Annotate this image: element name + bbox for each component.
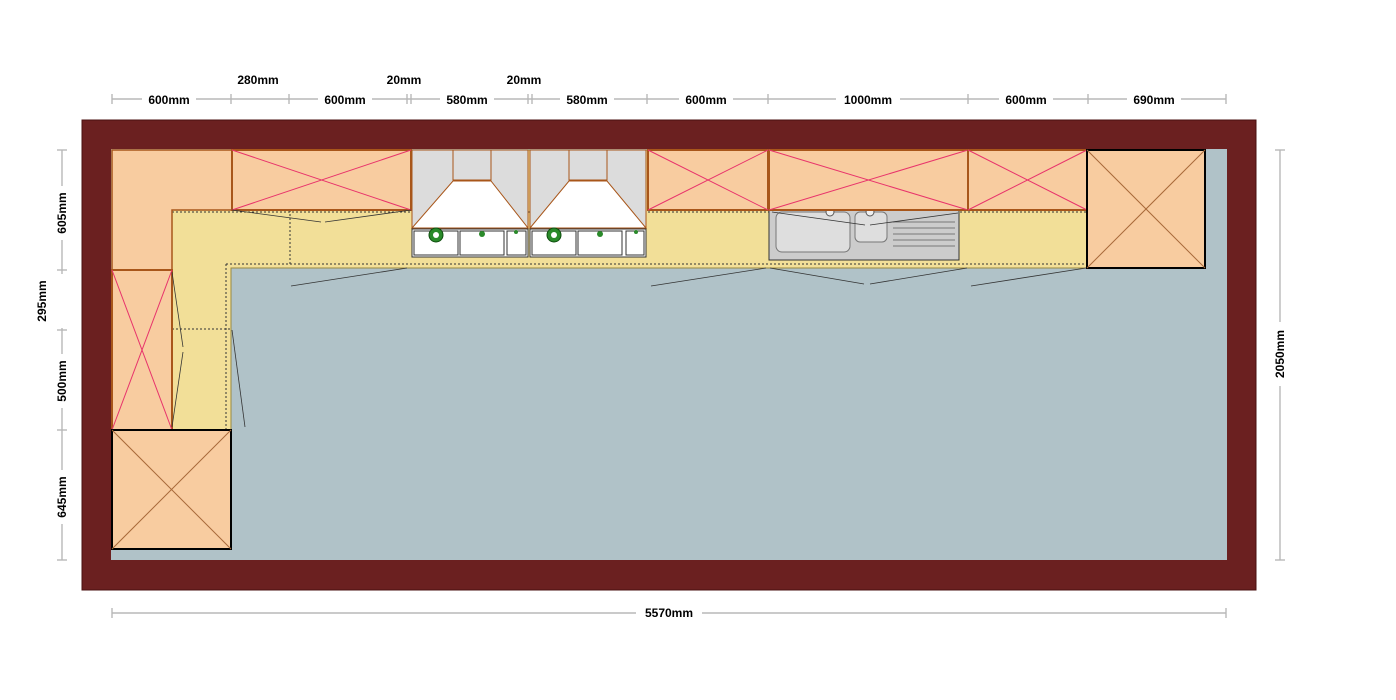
- wall-unit-top-1: [231, 149, 412, 211]
- hob-1: [411, 227, 529, 258]
- dim-top-8: 600mm: [685, 93, 726, 107]
- top-dimension-labels: 600mm 280mm 600mm 20mm 580mm 20mm 580mm …: [148, 73, 1174, 107]
- tall-unit-left: [111, 429, 232, 550]
- cooker-hood-1: [410, 149, 530, 229]
- dim-top-11: 690mm: [1133, 93, 1174, 107]
- sink: [768, 207, 960, 261]
- door-swing-lines: [171, 209, 1087, 428]
- dim-left-4: 645mm: [55, 476, 69, 517]
- wall-unit-top-4: [967, 149, 1088, 211]
- dim-top-5: 580mm: [446, 93, 487, 107]
- dim-left-3: 500mm: [55, 360, 69, 401]
- dim-top-4: 20mm: [387, 73, 422, 87]
- tall-unit-right: [1086, 149, 1206, 269]
- dim-right-height: 2050mm: [1273, 330, 1287, 378]
- left-dimension-labels: 605mm 295mm 500mm 645mm: [35, 192, 69, 517]
- dimension-label-backgrounds: [54, 91, 1288, 621]
- dim-left-2: 295mm: [35, 280, 49, 321]
- dim-top-7: 580mm: [566, 93, 607, 107]
- dim-left-1: 605mm: [55, 192, 69, 233]
- wall-unit-left: [111, 269, 173, 431]
- dim-top-1: 600mm: [148, 93, 189, 107]
- dim-top-3: 600mm: [324, 93, 365, 107]
- dim-top-6: 20mm: [507, 73, 542, 87]
- wall-unit-top-3: [768, 149, 969, 211]
- dim-top-10: 600mm: [1005, 93, 1046, 107]
- dim-top-9: 1000mm: [844, 93, 892, 107]
- dim-bottom-width: 5570mm: [645, 606, 693, 620]
- hob-2: [529, 227, 647, 258]
- dim-top-2: 280mm: [237, 73, 278, 87]
- wall-unit-top-2: [647, 149, 769, 211]
- cooker-hood-2: [528, 149, 648, 229]
